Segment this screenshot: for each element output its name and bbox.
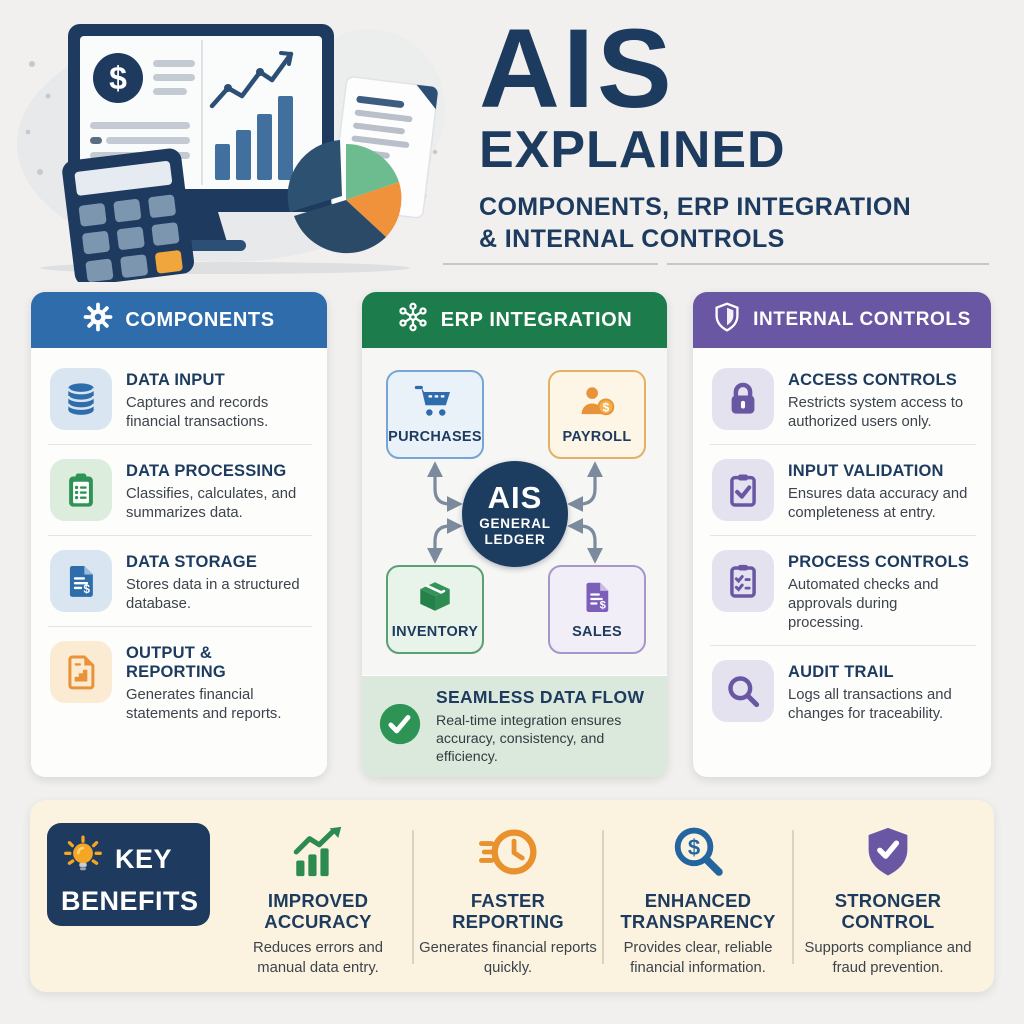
svg-text:$: $ bbox=[109, 60, 127, 96]
page-subtitle: EXPLAINED bbox=[479, 121, 786, 180]
ais-general-ledger-hub: AIS GENERAL LEDGER bbox=[462, 461, 568, 567]
components-header: COMPONENTS bbox=[31, 292, 327, 348]
component-item-data-storage: $ DATA STORAGE Stores data in a structur… bbox=[48, 534, 312, 626]
accounting-illustration: $ bbox=[17, 24, 445, 286]
component-item-data-processing: DATA PROCESSING Classifies, calculates, … bbox=[48, 443, 312, 535]
components-column: COMPONENTS DATA INPUT Captures and recor… bbox=[31, 292, 327, 777]
database-icon bbox=[50, 368, 112, 430]
erp-node-purchases: PURCHASES bbox=[386, 370, 484, 459]
seamless-data-flow-banner: SEAMLESS DATA FLOW Real-time integration… bbox=[362, 676, 667, 777]
svg-text:$: $ bbox=[603, 401, 610, 415]
magnifier-icon bbox=[712, 659, 774, 722]
hero-illustration: $ bbox=[10, 4, 450, 286]
benefit-improved-accuracy: IMPROVED ACCURACY Reduces errors and man… bbox=[224, 814, 412, 980]
erp-diagram: PURCHASES $ PAYROLL AIS GENERAL LEDGER bbox=[362, 348, 667, 675]
erp-column: ERP INTEGRATION bbox=[362, 292, 667, 777]
bar-chart-icon bbox=[215, 96, 293, 180]
control-item-input-validation: INPUT VALIDATION Ensures data accuracy a… bbox=[710, 443, 976, 535]
report-document-icon bbox=[50, 640, 112, 703]
vertical-divider bbox=[602, 830, 604, 964]
erp-node-inventory: INVENTORY bbox=[386, 565, 484, 654]
sales-invoice-icon: $ bbox=[579, 579, 615, 620]
document-dollar-icon: $ bbox=[50, 549, 112, 612]
page-title: AIS bbox=[479, 6, 675, 131]
checklist-icon bbox=[712, 549, 774, 612]
component-item-data-input: DATA INPUT Captures and records financia… bbox=[48, 354, 312, 444]
erp-node-sales: $ SALES bbox=[548, 565, 646, 654]
shield-icon bbox=[713, 302, 741, 338]
divider-line bbox=[443, 263, 658, 265]
clipboard-check-icon bbox=[712, 458, 774, 521]
lightbulb-icon bbox=[61, 835, 105, 884]
line-chart-icon bbox=[209, 51, 294, 109]
svg-text:$: $ bbox=[83, 582, 90, 596]
component-item-output-reporting: OUTPUT & REPORTING Generates financial s… bbox=[48, 625, 312, 736]
key-benefits-bar: KEY BENEFITS bbox=[30, 800, 994, 992]
check-circle-icon bbox=[378, 702, 422, 751]
line-chart-dots bbox=[224, 68, 264, 92]
title-block: AIS EXPLAINED COMPONENTS, ERP INTEGRATIO… bbox=[479, 6, 912, 256]
clipboard-list-icon bbox=[50, 458, 112, 521]
control-item-access-controls: ACCESS CONTROLS Restricts system access … bbox=[710, 354, 976, 444]
cart-icon bbox=[414, 384, 456, 425]
benefit-faster-reporting: FASTER REPORTING Generates financial rep… bbox=[414, 814, 602, 980]
vertical-divider bbox=[412, 830, 414, 964]
magnifier-dollar-icon: $ bbox=[670, 822, 726, 882]
control-item-process-controls: PROCESS CONTROLS Automated checks and ap… bbox=[710, 534, 976, 645]
network-icon bbox=[397, 301, 429, 339]
control-item-audit-trail: AUDIT TRAIL Logs all transactions and ch… bbox=[710, 644, 976, 736]
key-benefits-badge: KEY BENEFITS bbox=[47, 823, 210, 926]
payroll-person-icon: $ bbox=[576, 384, 618, 425]
growth-chart-icon bbox=[289, 822, 347, 882]
internal-controls-header: INTERNAL CONTROLS bbox=[693, 292, 991, 348]
benefit-stronger-control: STRONGER CONTROL Supports compliance and… bbox=[794, 814, 982, 980]
internal-controls-column: INTERNAL CONTROLS ACCESS CONTROLS Restri… bbox=[693, 292, 991, 777]
page-tagline: COMPONENTS, ERP INTEGRATION & INTERNAL C… bbox=[479, 192, 912, 254]
fast-clock-icon bbox=[479, 822, 537, 882]
calculator-illustration bbox=[62, 148, 194, 286]
vertical-divider bbox=[792, 830, 794, 964]
svg-text:$: $ bbox=[600, 600, 607, 612]
inventory-box-icon bbox=[415, 579, 455, 620]
dollar-badge-icon: $ bbox=[93, 53, 143, 103]
divider-line bbox=[667, 263, 989, 265]
erp-header: ERP INTEGRATION bbox=[362, 292, 667, 348]
shield-check-icon bbox=[861, 822, 915, 882]
svg-text:$: $ bbox=[688, 835, 701, 860]
lock-icon bbox=[712, 368, 774, 430]
pie-chart-icon bbox=[287, 140, 402, 254]
gear-icon bbox=[83, 302, 113, 338]
benefit-enhanced-transparency: $ ENHANCED TRANSPARENCY Provides clear, … bbox=[604, 814, 792, 980]
erp-node-payroll: $ PAYROLL bbox=[548, 370, 646, 459]
